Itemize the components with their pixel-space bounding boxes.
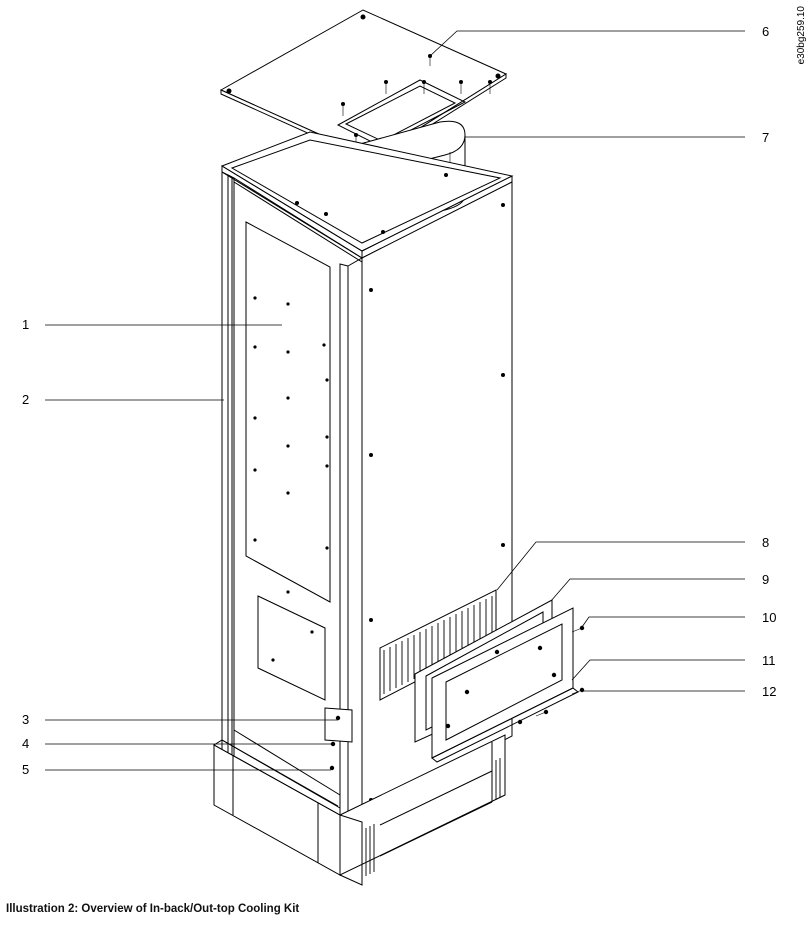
callout-2: 2 — [22, 392, 29, 407]
callout-10: 10 — [762, 610, 776, 625]
bottom-hardware — [324, 707, 353, 771]
cabinet-top-frame — [220, 131, 514, 259]
frame-screws — [445, 625, 585, 762]
figure-caption: Illustration 2: Overview of In-back/Out-… — [6, 903, 300, 915]
callout-3: 3 — [22, 712, 29, 727]
callout-4: 4 — [22, 736, 29, 751]
callout-8: 8 — [762, 535, 769, 550]
callout-numbers: 1 2 3 4 5 6 7 8 9 10 11 12 — [22, 24, 776, 777]
callout-9: 9 — [762, 572, 769, 587]
top-cover-plate — [219, 9, 508, 163]
callout-12: 12 — [762, 684, 776, 699]
callout-7: 7 — [762, 130, 769, 145]
back-panel — [245, 221, 331, 701]
callout-1: 1 — [22, 317, 29, 332]
callout-11: 11 — [762, 653, 776, 668]
cabinet-plinth — [213, 734, 506, 886]
duct-frame — [431, 607, 579, 763]
leader-lines — [45, 30, 745, 771]
callout-6: 6 — [762, 24, 769, 39]
callout-5: 5 — [22, 762, 29, 777]
